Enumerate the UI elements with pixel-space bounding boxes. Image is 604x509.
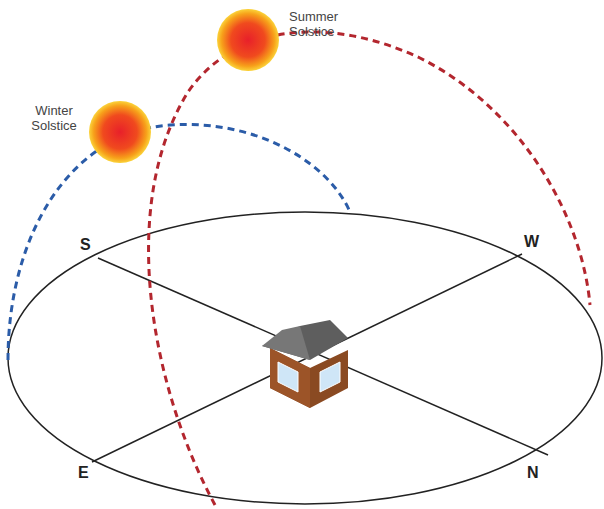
direction-label: E: [78, 464, 89, 482]
direction-label: N: [527, 464, 539, 482]
solstice-label: Summer Solstice: [289, 10, 353, 40]
winter-sun-path: [8, 124, 350, 360]
horizon-ellipse: [8, 212, 602, 504]
winter-sun: [89, 101, 151, 163]
solstice-label: Winter Solstice: [22, 104, 86, 134]
summer-sun-path: [149, 32, 590, 505]
direction-label: S: [80, 236, 91, 254]
direction-label: W: [524, 233, 539, 251]
summer-sun: [217, 9, 279, 71]
house-icon: [262, 320, 348, 408]
west-east-axis: [92, 254, 522, 462]
south-north-axis: [98, 258, 548, 455]
